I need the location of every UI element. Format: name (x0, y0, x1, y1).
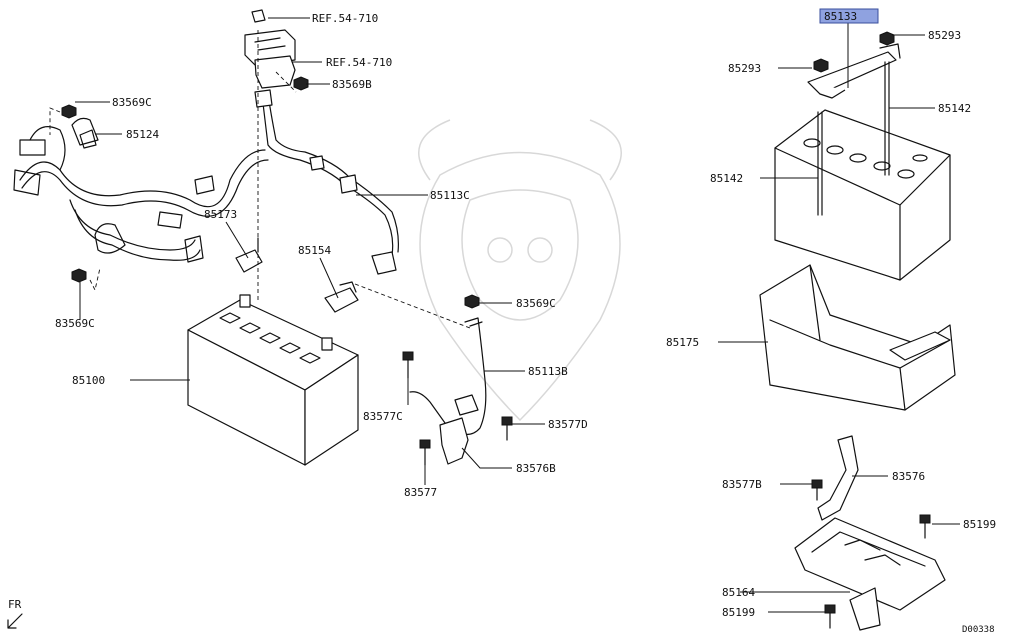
label-ref-2[interactable]: REF.54-710 (326, 56, 392, 69)
label-85173[interactable]: 85173 (204, 208, 237, 221)
holddown-bar-85133[interactable] (807, 43, 901, 99)
nut-85293-right (879, 31, 895, 46)
connector-block (244, 9, 296, 89)
label-85113C[interactable]: 85113C (430, 189, 470, 202)
bracket-83576[interactable] (817, 435, 859, 521)
label-83577[interactable]: 83577 (404, 486, 437, 499)
battery-85100[interactable] (187, 294, 359, 466)
label-83569C-mid[interactable]: 83569C (516, 297, 556, 310)
bolt-83577D (501, 416, 513, 441)
bolt-83577C (402, 351, 414, 379)
label-83569C-top[interactable]: 83569C (112, 96, 152, 109)
label-85142-right[interactable]: 85142 (938, 102, 971, 115)
nut-83569C-left (71, 268, 87, 283)
direction-label: FR (8, 598, 22, 611)
label-85100[interactable]: 85100 (72, 374, 105, 387)
battery-outline-phantom (774, 109, 951, 281)
label-85142-left[interactable]: 85142 (710, 172, 743, 185)
label-83577D[interactable]: 83577D (548, 418, 588, 431)
bracket-83576B[interactable] (439, 417, 469, 465)
wiring-harness-85124[interactable] (13, 117, 269, 263)
rod-85142-left[interactable] (817, 111, 823, 216)
nut-83569C-top (61, 104, 77, 119)
label-85124[interactable]: 85124 (126, 128, 159, 141)
label-85154[interactable]: 85154 (298, 244, 331, 257)
label-85175[interactable]: 85175 (666, 336, 699, 349)
label-85293-right[interactable]: 85293 (928, 29, 961, 42)
label-85164[interactable]: 85164 (722, 586, 755, 599)
label-85133-selected[interactable]: 85133 (824, 10, 857, 23)
watermark-emblem (418, 119, 622, 422)
support-plate-85164[interactable] (794, 517, 946, 631)
rod-85142-right[interactable] (884, 61, 890, 176)
bolt-83577 (419, 439, 431, 466)
leader-lines (75, 17, 960, 613)
bolt-85199-right (919, 514, 931, 539)
label-83577C[interactable]: 83577C (363, 410, 403, 423)
label-ref-1[interactable]: REF.54-710 (312, 12, 378, 25)
label-85113B[interactable]: 85113B (528, 365, 568, 378)
bolt-85199-bottom (824, 604, 836, 629)
front-direction-arrow-icon (7, 613, 23, 629)
terminal-85154[interactable] (324, 281, 359, 313)
dashed-guides-left (49, 30, 471, 329)
nut-83569B (293, 76, 309, 91)
diagram-code: D00338 (962, 625, 995, 635)
label-83576[interactable]: 83576 (892, 470, 925, 483)
harness-branch-85113C[interactable] (254, 89, 399, 275)
label-85199-right[interactable]: 85199 (963, 518, 996, 531)
label-85199-bottom[interactable]: 85199 (722, 606, 755, 619)
label-83569B[interactable]: 83569B (332, 78, 372, 91)
selected-part-highlight (819, 8, 879, 24)
nut-85293-left (813, 58, 829, 73)
label-85293-left[interactable]: 85293 (728, 62, 761, 75)
label-83569C-left[interactable]: 83569C (55, 317, 95, 330)
label-83577B[interactable]: 83577B (722, 478, 762, 491)
label-83576B[interactable]: 83576B (516, 462, 556, 475)
battery-tray-85175[interactable] (759, 264, 956, 411)
nut-83569C-mid (464, 294, 480, 309)
cable-85113B[interactable] (409, 317, 487, 436)
part-labels: REF.54-710 REF.54-710 83569B 83569C 8512… (8, 8, 996, 635)
bolt-83577B (811, 479, 823, 501)
